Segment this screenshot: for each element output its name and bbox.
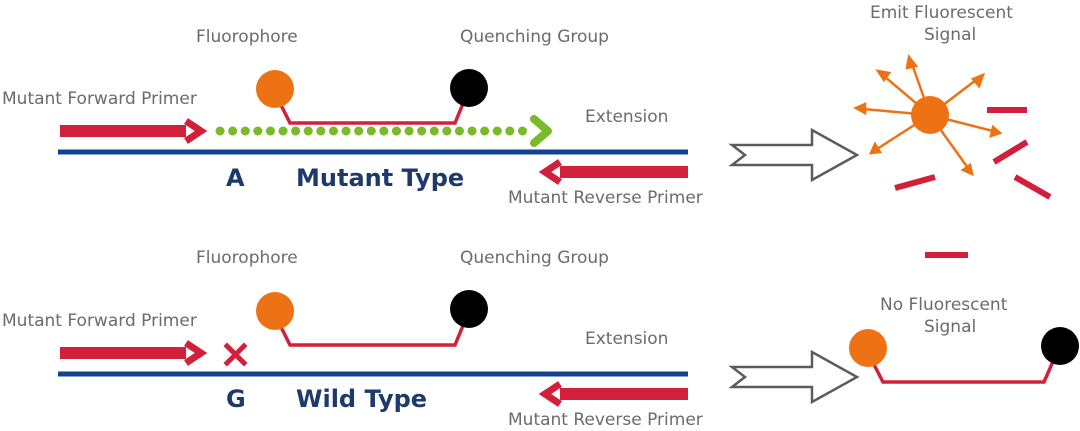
result-label-line1: Emit Fluorescent bbox=[870, 3, 1013, 23]
result-label-line2: Signal bbox=[924, 25, 976, 45]
quenched-fluorophore-icon bbox=[849, 329, 887, 367]
base-label: A bbox=[226, 164, 245, 192]
wild-panel: Fluorophore Quenching Group Mutant Forwa… bbox=[2, 248, 1079, 430]
forward-primer-label: Mutant Forward Primer bbox=[2, 311, 197, 331]
x-mark-icon bbox=[223, 342, 248, 367]
hollow-right-arrow-icon bbox=[728, 349, 860, 405]
result-label-line1: No Fluorescent bbox=[880, 295, 1008, 315]
type-label: Mutant Type bbox=[296, 164, 464, 192]
forward-primer-arrow-icon bbox=[60, 340, 208, 366]
quencher-icon bbox=[450, 69, 488, 107]
probe-linker bbox=[273, 88, 471, 125]
reverse-primer-arrow-icon bbox=[538, 381, 688, 407]
fluorophore-icon bbox=[256, 292, 294, 330]
quencher-icon bbox=[450, 290, 488, 328]
reverse-primer-label: Mutant Reverse Primer bbox=[508, 188, 703, 208]
forward-primer-label: Mutant Forward Primer bbox=[2, 89, 197, 109]
intact-probe-linker bbox=[866, 349, 1060, 384]
fluorophore-label: Fluorophore bbox=[196, 248, 298, 268]
extension-arrow-icon bbox=[215, 115, 552, 147]
fluorophore-icon bbox=[256, 70, 294, 108]
emitting-fluorophore-icon bbox=[911, 96, 949, 134]
quencher-label: Quenching Group bbox=[460, 248, 609, 268]
type-label: Wild Type bbox=[296, 385, 427, 413]
fluorophore-label: Fluorophore bbox=[196, 27, 298, 47]
reverse-primer-arrow-icon bbox=[538, 159, 688, 185]
reverse-primer-label: Mutant Reverse Primer bbox=[508, 410, 703, 430]
mutant-panel: Fluorophore Quenching Group Mutant Forwa… bbox=[2, 3, 1052, 258]
extension-label: Extension bbox=[585, 329, 668, 349]
base-label: G bbox=[226, 385, 246, 413]
hollow-right-arrow-icon bbox=[728, 127, 860, 183]
quencher-icon bbox=[1041, 327, 1079, 365]
cleaved-probe-fragments bbox=[894, 107, 1052, 258]
probe-linker bbox=[273, 310, 471, 347]
result-label-line2: Signal bbox=[924, 317, 976, 337]
extension-label: Extension bbox=[585, 107, 668, 127]
quencher-label: Quenching Group bbox=[460, 27, 609, 47]
forward-primer-arrow-icon bbox=[60, 118, 208, 144]
